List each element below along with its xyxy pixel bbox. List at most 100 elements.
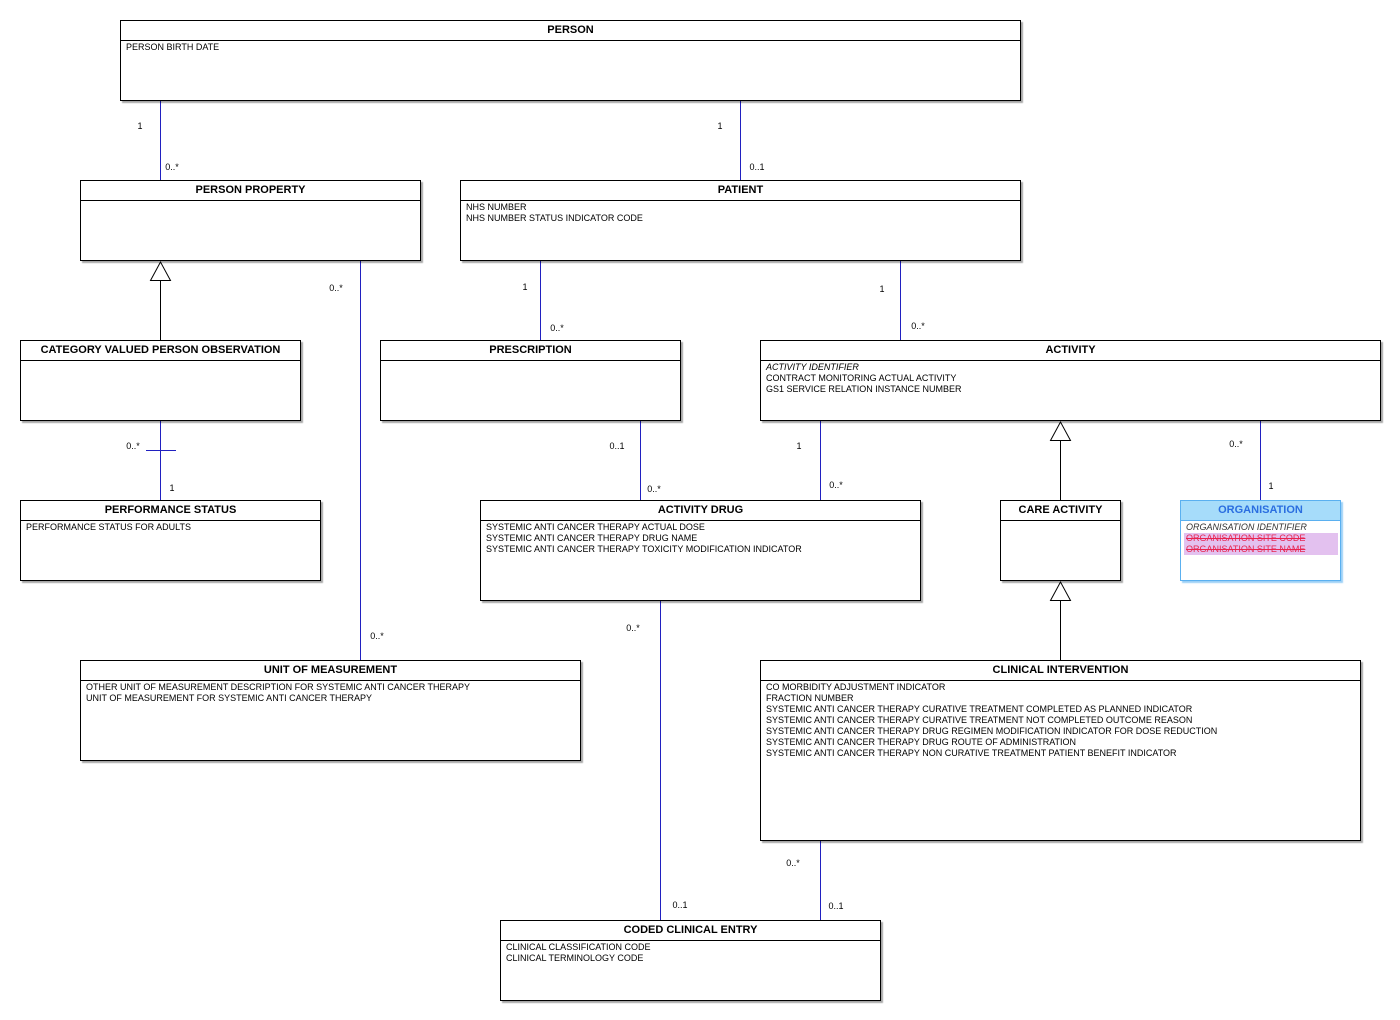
attribute-list: CO MORBIDITY ADJUSTMENT INDICATOR FRACTI…: [761, 681, 1360, 759]
association-prescription-activity-drug: 0..1 0..*: [609, 420, 661, 500]
attribute: SYSTEMIC ANTI CANCER THERAPY DRUG NAME: [486, 533, 698, 543]
association-person-property-unit-of-measurement: 0..* 0..*: [329, 260, 384, 660]
attribute-list: [81, 201, 420, 202]
multiplicity-label: 0..1: [828, 901, 843, 911]
class-name: CODED CLINICAL ENTRY: [501, 921, 880, 941]
multiplicity-label: 0..*: [786, 858, 800, 868]
multiplicity-label: 0..*: [370, 631, 384, 641]
attribute-list: ORGANISATION IDENTIFIER ORGANISATION SIT…: [1181, 521, 1340, 555]
identifier-attribute: ACTIVITY IDENTIFIER: [766, 362, 859, 372]
multiplicity-label: 0..*: [165, 162, 179, 172]
association-clinical-intervention-coded-clinical-entry: 0..* 0..1: [786, 840, 844, 920]
class-organisation[interactable]: ORGANISATION ORGANISATION IDENTIFIER ORG…: [1180, 500, 1341, 581]
multiplicity-label: 0..*: [626, 623, 640, 633]
attribute: CLINICAL TERMINOLOGY CODE: [506, 953, 644, 963]
attribute: FRACTION NUMBER: [766, 693, 854, 703]
attribute: SYSTEMIC ANTI CANCER THERAPY DRUG ROUTE …: [766, 737, 1077, 747]
multiplicity-label: 0..1: [672, 900, 687, 910]
class-performance-status[interactable]: PERFORMANCE STATUS PERFORMANCE STATUS FO…: [20, 500, 321, 581]
attribute: SYSTEMIC ANTI CANCER THERAPY TOXICITY MO…: [486, 544, 802, 554]
multiplicity-label: 0..*: [1229, 439, 1243, 449]
class-unit-of-measurement[interactable]: UNIT OF MEASUREMENT OTHER UNIT OF MEASUR…: [80, 660, 581, 761]
class-activity[interactable]: ACTIVITY ACTIVITY IDENTIFIER CONTRACT MO…: [760, 340, 1381, 421]
generalization-arrowhead: [1049, 420, 1072, 441]
class-name: UNIT OF MEASUREMENT: [81, 661, 580, 681]
multiplicity-label: 1: [1268, 481, 1273, 491]
class-category-valued-person-observation[interactable]: CATEGORY VALUED PERSON OBSERVATION: [20, 340, 301, 421]
association-activity-drug-coded-clinical-entry: 0..* 0..1: [626, 600, 688, 920]
attribute: CONTRACT MONITORING ACTUAL ACTIVITY: [766, 373, 957, 383]
association-category-valued-person-observation-performance-status: 0..* 1: [126, 420, 176, 500]
class-person[interactable]: PERSON PERSON BIRTH DATE: [120, 20, 1021, 101]
class-person-property[interactable]: PERSON PROPERTY: [80, 180, 421, 261]
attribute-list: PERFORMANCE STATUS FOR ADULTS: [21, 521, 320, 533]
attribute: PERFORMANCE STATUS FOR ADULTS: [26, 522, 192, 532]
attribute: GS1 SERVICE RELATION INSTANCE NUMBER: [766, 384, 962, 394]
class-name: ACTIVITY: [761, 341, 1380, 361]
class-name: CLINICAL INTERVENTION: [761, 661, 1360, 681]
generalization-category-valued-person-observation-to-person-property: [149, 260, 172, 340]
class-patient[interactable]: PATIENT NHS NUMBER NHS NUMBER STATUS IND…: [460, 180, 1021, 261]
generalization-care-activity-to-activity: [1049, 420, 1072, 500]
attribute-list: NHS NUMBER NHS NUMBER STATUS INDICATOR C…: [461, 201, 1020, 224]
multiplicity-label: 0..*: [550, 323, 564, 333]
class-prescription[interactable]: PRESCRIPTION: [380, 340, 681, 421]
retired-attribute: ORGANISATION SITE CODE: [1184, 533, 1338, 544]
class-name: PATIENT: [461, 181, 1020, 201]
multiplicity-label: 1: [879, 284, 884, 294]
multiplicity-label: 0..*: [911, 321, 925, 331]
class-name: PRESCRIPTION: [381, 341, 680, 361]
multiplicity-label: 1: [796, 441, 801, 451]
multiplicity-label: 0..1: [609, 441, 624, 451]
attribute-list: [381, 361, 680, 362]
retired-attribute: ORGANISATION SITE NAME: [1184, 544, 1338, 555]
association-person-patient: 1 0..1: [717, 100, 765, 180]
multiplicity-label: 0..*: [126, 441, 140, 451]
attribute: CO MORBIDITY ADJUSTMENT INDICATOR: [766, 682, 946, 692]
association-activity-organisation: 0..* 1: [1229, 420, 1274, 500]
multiplicity-label: 1: [169, 483, 174, 493]
multiplicity-label: 1: [137, 121, 142, 131]
class-activity-drug[interactable]: ACTIVITY DRUG SYSTEMIC ANTI CANCER THERA…: [480, 500, 921, 601]
attribute: NHS NUMBER: [466, 202, 527, 212]
generalization-arrowhead: [149, 260, 172, 281]
attribute-list: [1001, 521, 1120, 522]
attribute-list: [21, 361, 300, 362]
attribute-list: ACTIVITY IDENTIFIER CONTRACT MONITORING …: [761, 361, 1380, 395]
identifier-attribute: ORGANISATION IDENTIFIER: [1186, 522, 1307, 532]
attribute: NHS NUMBER STATUS INDICATOR CODE: [466, 213, 643, 223]
attribute-list: PERSON BIRTH DATE: [121, 41, 1020, 53]
attribute: SYSTEMIC ANTI CANCER THERAPY NON CURATIV…: [766, 748, 1177, 758]
association-activity-activity-drug: 1 0..*: [796, 420, 843, 500]
attribute: CLINICAL CLASSIFICATION CODE: [506, 942, 651, 952]
attribute: OTHER UNIT OF MEASUREMENT DESCRIPTION FO…: [86, 682, 471, 692]
attribute: PERSON BIRTH DATE: [126, 42, 220, 52]
attribute: SYSTEMIC ANTI CANCER THERAPY DRUG REGIME…: [766, 726, 1218, 736]
association-patient-prescription: 1 0..*: [522, 260, 564, 340]
multiplicity-label: 0..1: [749, 162, 764, 172]
class-care-activity[interactable]: CARE ACTIVITY: [1000, 500, 1121, 581]
association-person-person-property: 1 0..*: [137, 100, 179, 180]
generalization-clinical-intervention-to-care-activity: [1049, 580, 1072, 660]
class-name: CATEGORY VALUED PERSON OBSERVATION: [21, 341, 300, 361]
class-name: ACTIVITY DRUG: [481, 501, 920, 521]
multiplicity-label: 1: [717, 121, 722, 131]
multiplicity-label: 0..*: [329, 283, 343, 293]
attribute-list: CLINICAL CLASSIFICATION CODE CLINICAL TE…: [501, 941, 880, 964]
multiplicity-label: 0..*: [647, 484, 661, 494]
attribute: SYSTEMIC ANTI CANCER THERAPY CURATIVE TR…: [766, 704, 1193, 714]
multiplicity-label: 0..*: [829, 480, 843, 490]
class-name: PERSON: [121, 21, 1020, 41]
association-patient-activity: 1 0..*: [879, 260, 925, 340]
class-coded-clinical-entry[interactable]: CODED CLINICAL ENTRY CLINICAL CLASSIFICA…: [500, 920, 881, 1001]
class-name: PERSON PROPERTY: [81, 181, 420, 201]
class-name: PERFORMANCE STATUS: [21, 501, 320, 521]
multiplicity-label: 1: [522, 282, 527, 292]
attribute-list: OTHER UNIT OF MEASUREMENT DESCRIPTION FO…: [81, 681, 580, 704]
attribute: SYSTEMIC ANTI CANCER THERAPY CURATIVE TR…: [766, 715, 1193, 725]
class-name: ORGANISATION: [1181, 501, 1340, 521]
class-clinical-intervention[interactable]: CLINICAL INTERVENTION CO MORBIDITY ADJUS…: [760, 660, 1361, 841]
class-name: CARE ACTIVITY: [1001, 501, 1120, 521]
